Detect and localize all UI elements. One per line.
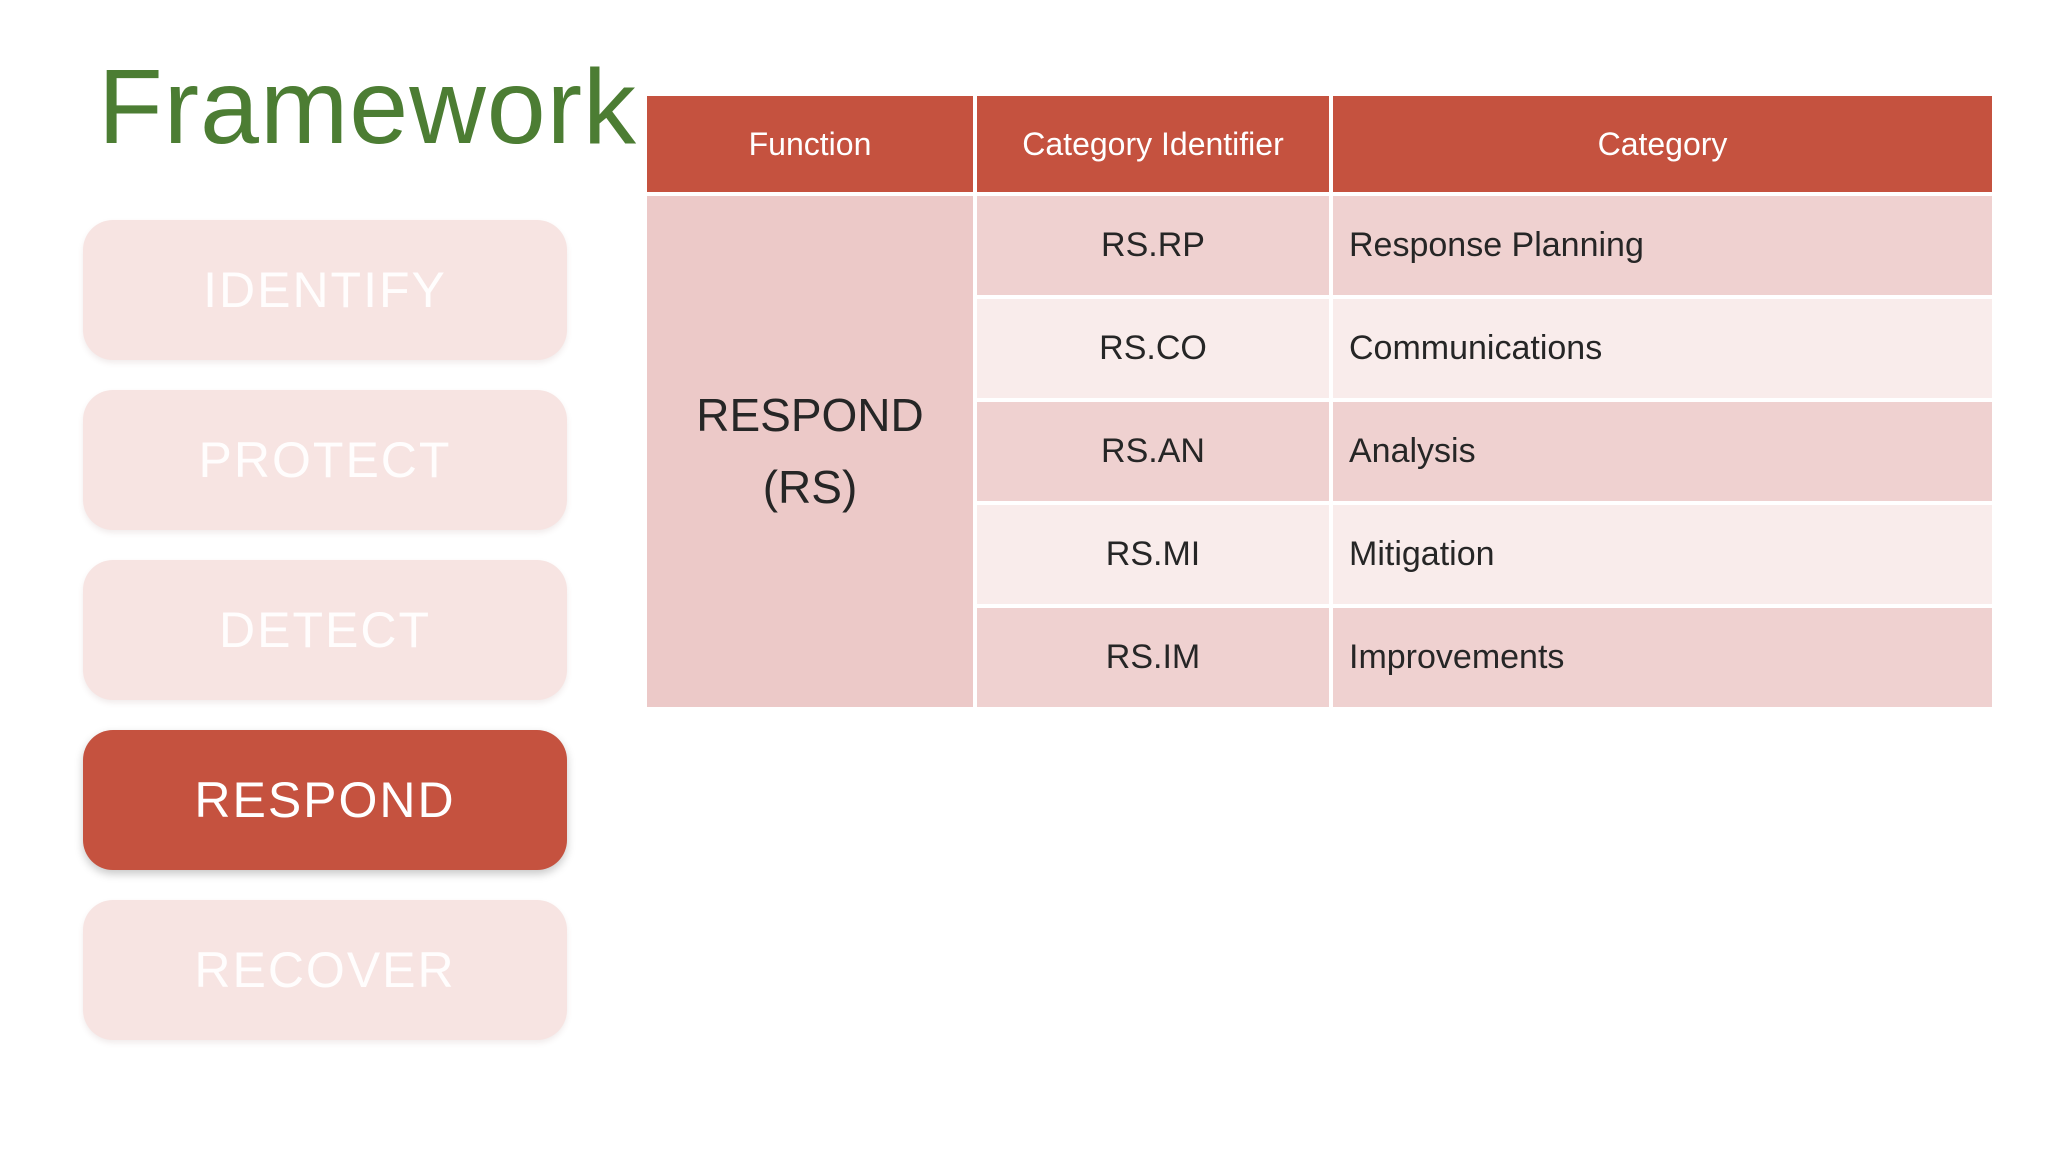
function-cell-respond-rs: RESPOND (RS): [647, 196, 973, 707]
function-button-detect[interactable]: DETECT: [83, 560, 567, 700]
function-button-detect-label: DETECT: [219, 602, 431, 658]
table-cell-identifier-rsim: RS.IM: [977, 608, 1329, 707]
table-cell-category-mitigation: Mitigation: [1333, 505, 1992, 604]
table-cell-category-communications: Communications: [1333, 299, 1992, 398]
function-button-respond-label: RESPOND: [194, 772, 456, 828]
table-header-category: Category: [1333, 96, 1992, 192]
function-button-identify-label: IDENTIFY: [203, 262, 447, 318]
function-button-respond[interactable]: RESPOND: [83, 730, 567, 870]
table-cell-identifier-rsco: RS.CO: [977, 299, 1329, 398]
table-cell-identifier-rsan: RS.AN: [977, 402, 1329, 501]
function-button-protect[interactable]: PROTECT: [83, 390, 567, 530]
function-button-protect-label: PROTECT: [198, 432, 452, 488]
function-button-recover[interactable]: RECOVER: [83, 900, 567, 1040]
table-cell-identifier-rsmi: RS.MI: [977, 505, 1329, 604]
table-cell-category-response-planning: Response Planning: [1333, 196, 1992, 295]
function-button-recover-label: RECOVER: [194, 942, 456, 998]
function-cell-line1: RESPOND: [696, 389, 924, 442]
table-cell-category-analysis: Analysis: [1333, 402, 1992, 501]
page-title: Framework: [98, 48, 638, 166]
table-cell-identifier-rsrp: RS.RP: [977, 196, 1329, 295]
table-header-function: Function: [647, 96, 973, 192]
function-button-list: IDENTIFY PROTECT DETECT RESPOND RECOVER: [83, 220, 567, 1040]
function-button-identify[interactable]: IDENTIFY: [83, 220, 567, 360]
table-header-category-identifier: Category Identifier: [977, 96, 1329, 192]
table-cell-category-improvements: Improvements: [1333, 608, 1992, 707]
categories-table: Function Category Identifier Category RE…: [647, 96, 1992, 707]
function-cell-line2: (RS): [762, 460, 858, 513]
